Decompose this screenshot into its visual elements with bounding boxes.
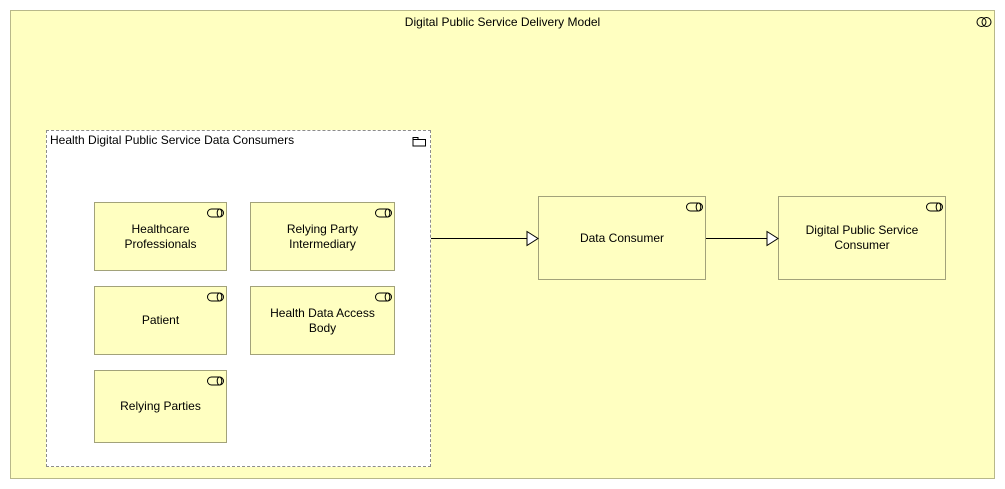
role-digital-public-service-consumer[interactable]: Digital Public Service Consumer (778, 196, 946, 280)
role-icon (207, 208, 224, 218)
role-label: Health Data Access Body (270, 305, 375, 335)
role-relying-party-intermediary[interactable]: Relying Party Intermediary (250, 202, 395, 271)
group-title: Health Digital Public Service Data Consu… (50, 133, 295, 147)
specialization-arrow-group-to-data-consumer[interactable] (431, 230, 539, 247)
role-icon (375, 208, 392, 218)
role-health-data-access-body[interactable]: Health Data Access Body (250, 286, 395, 355)
specialization-arrow-data-consumer-to-dps-consumer[interactable] (706, 230, 779, 247)
role-icon (926, 202, 943, 212)
model-title: Digital Public Service Delivery Model (404, 15, 601, 29)
role-label: Healthcare Professionals (124, 221, 197, 251)
role-label: Patient (141, 313, 180, 327)
interaction-icon (976, 16, 992, 28)
role-icon (375, 292, 392, 302)
role-label: Data Consumer (579, 230, 665, 245)
role-icon (686, 202, 703, 212)
role-relying-parties[interactable]: Relying Parties (94, 370, 227, 443)
role-icon (207, 292, 224, 302)
role-icon (207, 376, 224, 386)
role-label: Relying Party Intermediary (286, 221, 359, 251)
role-patient[interactable]: Patient (94, 286, 227, 355)
folder-icon (412, 135, 427, 147)
role-healthcare-professionals[interactable]: Healthcare Professionals (94, 202, 227, 271)
role-data-consumer[interactable]: Data Consumer (538, 196, 706, 280)
role-label: Relying Parties (120, 399, 201, 413)
role-label: Digital Public Service Consumer (805, 223, 919, 252)
